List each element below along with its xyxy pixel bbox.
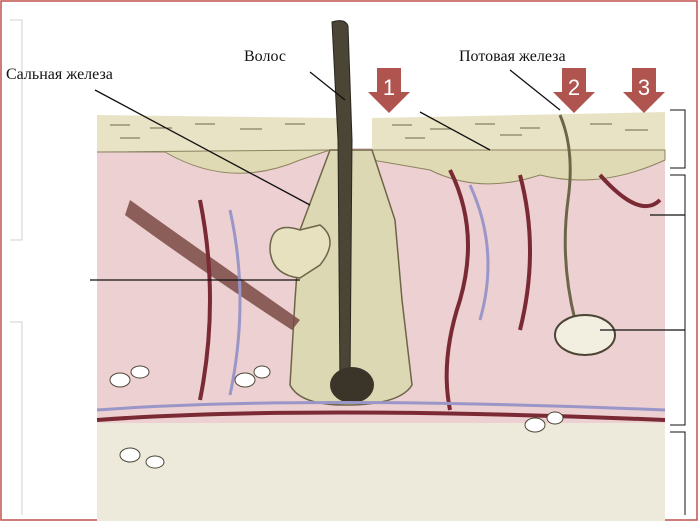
hypodermis-layer xyxy=(97,420,665,521)
epidermis-layer xyxy=(97,115,340,152)
sebaceous-gland-label: Сальная железа xyxy=(6,66,113,84)
sweat-gland-coil xyxy=(555,315,615,355)
arrow-2-number: 2 xyxy=(568,75,580,100)
sweat-gland-label: Потовая железа xyxy=(459,48,566,66)
hair-bulb xyxy=(330,367,374,403)
arrow-3-number: 3 xyxy=(638,75,650,100)
hair-label: Волос xyxy=(244,48,286,66)
epidermis-layer-right xyxy=(372,112,665,150)
arrow-1-number: 1 xyxy=(383,75,395,100)
